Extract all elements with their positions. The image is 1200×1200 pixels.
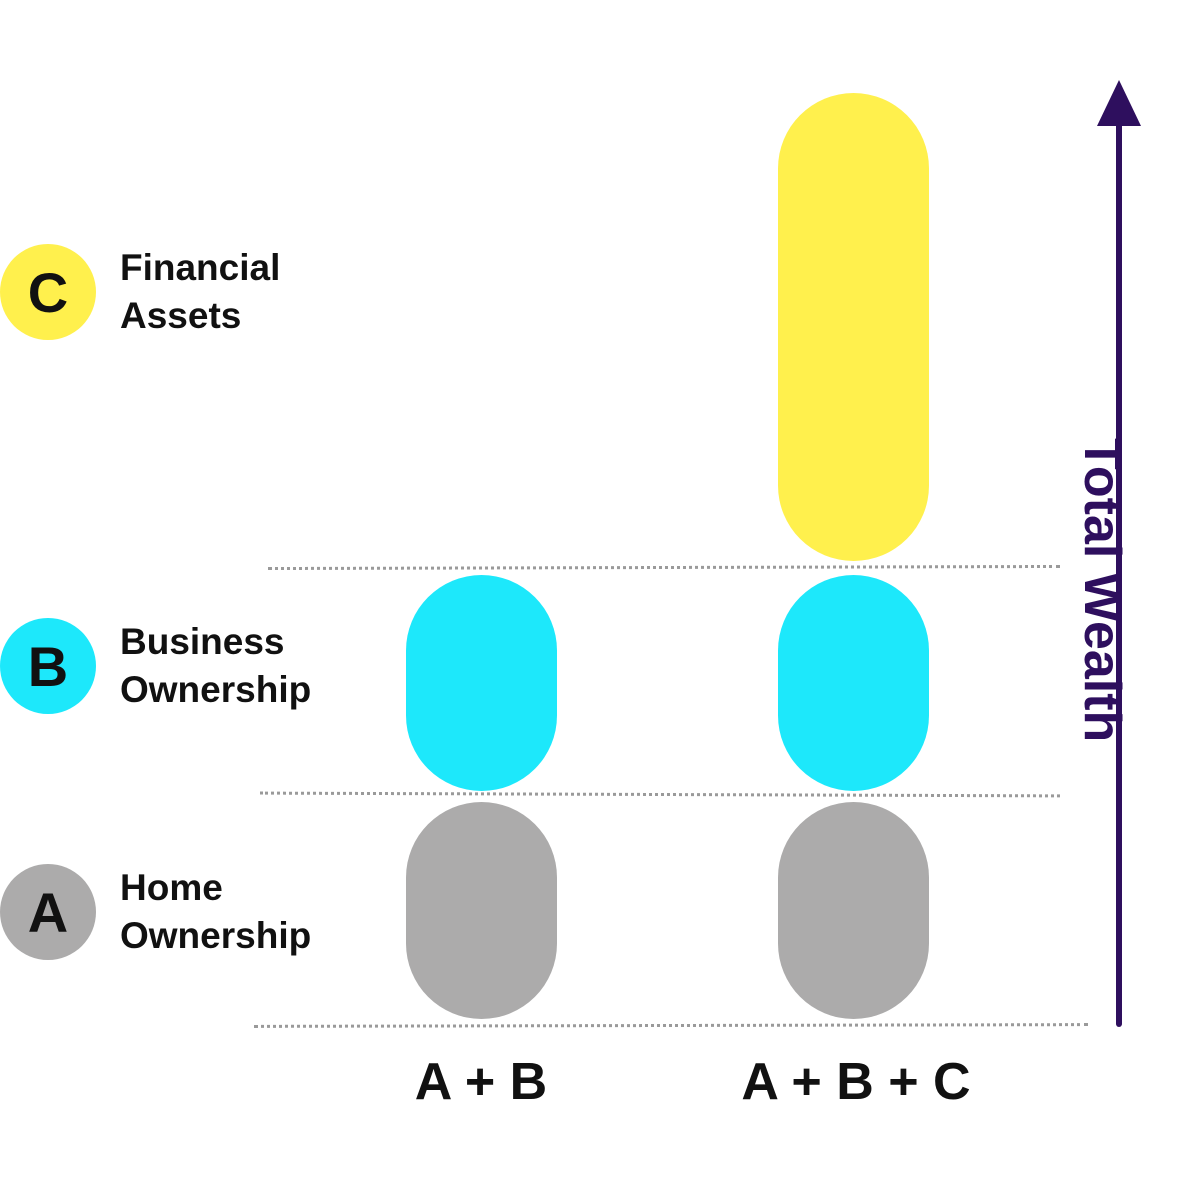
badge-a: A bbox=[0, 864, 96, 960]
badge-b: B bbox=[0, 618, 96, 714]
pill-a-column-1 bbox=[406, 802, 557, 1019]
arrow-up-icon bbox=[1097, 80, 1141, 126]
column-label-a-b: A + B bbox=[414, 1053, 548, 1111]
legend-label-line: Financial bbox=[120, 247, 281, 288]
pill-c-column-2 bbox=[778, 93, 929, 561]
legend-label-home-ownership: Home Ownership bbox=[120, 864, 360, 960]
legend-label-line: Assets bbox=[120, 295, 242, 336]
legend-item-business-ownership: B Business Ownership bbox=[0, 618, 360, 714]
legend-item-financial-assets: C Financial Assets bbox=[0, 244, 360, 340]
column-label-a-b-c: A + B + C bbox=[741, 1053, 971, 1111]
pill-b-column-2 bbox=[778, 575, 929, 791]
legend-label-financial-assets: Financial Assets bbox=[120, 244, 360, 340]
legend-label-line: Home bbox=[120, 867, 223, 908]
pill-a-column-2 bbox=[778, 802, 929, 1019]
legend-label-line: Business bbox=[120, 621, 285, 662]
legend-item-home-ownership: A Home Ownership bbox=[0, 864, 360, 960]
pill-b-column-1 bbox=[406, 575, 557, 791]
legend-label-business-ownership: Business Ownership bbox=[120, 618, 360, 714]
badge-c: C bbox=[0, 244, 96, 340]
axis-label-total-wealth: Total Wealth bbox=[1073, 438, 1131, 743]
legend-label-line: Ownership bbox=[120, 915, 312, 956]
legend-label-line: Ownership bbox=[120, 669, 312, 710]
